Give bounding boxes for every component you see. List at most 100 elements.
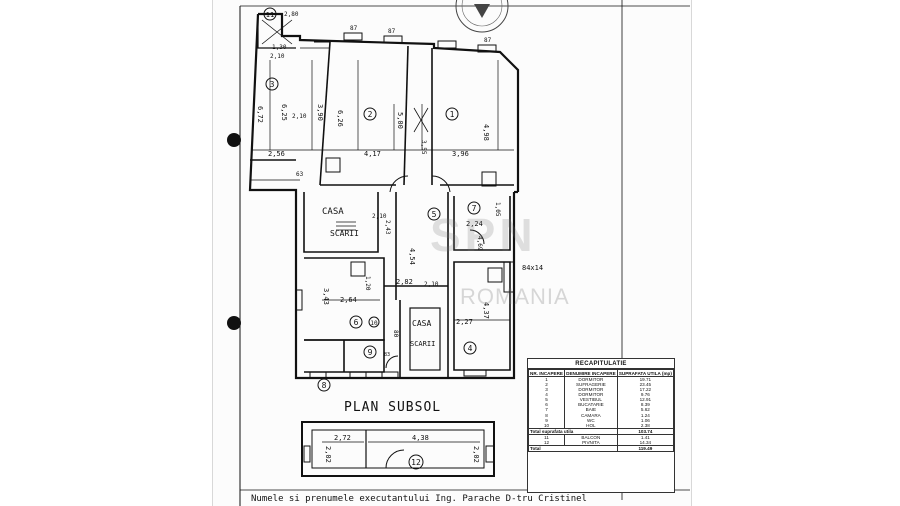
svg-text:1,20: 1,20 bbox=[364, 276, 371, 291]
svg-text:5,00: 5,00 bbox=[396, 112, 404, 129]
svg-text:2,64: 2,64 bbox=[340, 296, 357, 304]
svg-text:2,24: 2,24 bbox=[466, 220, 483, 228]
svg-text:87: 87 bbox=[388, 28, 396, 35]
recap-header-name: DENUMIRE INCAPERE bbox=[564, 368, 618, 378]
table-cell: 19.71 bbox=[616, 376, 675, 383]
room-marker-3 bbox=[265, 77, 279, 91]
stair-label-1-line1: CASA bbox=[322, 207, 344, 217]
table-cell: 4 bbox=[527, 392, 566, 398]
table-cell: 14.34 bbox=[616, 439, 675, 446]
basement-outline bbox=[301, 421, 495, 477]
room-4-walls bbox=[453, 261, 511, 371]
table-cell: 17.22 bbox=[616, 387, 675, 393]
chimney-a bbox=[325, 157, 341, 173]
room-id-11: 11 bbox=[266, 11, 274, 19]
window-r1-a bbox=[437, 40, 457, 49]
wall-vestibule bbox=[395, 192, 449, 300]
svg-text:2,27: 2,27 bbox=[456, 318, 473, 326]
svg-text:1,05: 1,05 bbox=[494, 202, 501, 217]
room-id-2: 2 bbox=[368, 110, 373, 119]
table-cell: 3 bbox=[527, 387, 566, 393]
wall-r3-r2 bbox=[319, 41, 331, 186]
window-r1-b bbox=[477, 44, 497, 53]
window-lower-d bbox=[463, 369, 487, 377]
svg-text:2,80: 2,80 bbox=[284, 11, 299, 18]
table-cell: 2.38 bbox=[616, 422, 675, 429]
table-cell: 2 bbox=[527, 382, 566, 388]
room-id-10: 10 bbox=[370, 320, 378, 327]
window-lower-c bbox=[381, 371, 399, 379]
svg-text:2,02: 2,02 bbox=[472, 446, 480, 463]
recap-table: RECAPITULATIE NR. INCAPERE DENUMIRE INCA… bbox=[527, 358, 675, 493]
svg-text:87: 87 bbox=[350, 25, 358, 32]
air-shaft bbox=[413, 107, 429, 133]
window-lower-b bbox=[349, 371, 367, 379]
table-cell: 5.62 bbox=[616, 407, 675, 413]
stair-label-2-line2: SCARII bbox=[410, 340, 435, 348]
stair-1-walls bbox=[303, 192, 379, 253]
total-label: Total bbox=[528, 444, 618, 452]
stair-label-2-line1: CASA bbox=[412, 319, 431, 328]
room-marker-1 bbox=[445, 107, 459, 121]
table-cell: 23.45 bbox=[616, 382, 675, 388]
table-cell: 7 bbox=[527, 407, 566, 413]
table-cell: 8 bbox=[527, 412, 566, 418]
table-cell: 1 bbox=[527, 376, 566, 383]
svg-text:4,38: 4,38 bbox=[412, 434, 429, 442]
svg-text:2,56: 2,56 bbox=[268, 150, 285, 158]
table-cell: 9 bbox=[527, 417, 566, 423]
table-cell: 12.91 bbox=[616, 397, 675, 403]
stair-2-walls bbox=[399, 300, 449, 378]
window-r2-a bbox=[343, 32, 363, 41]
room-marker-2 bbox=[363, 107, 377, 121]
room-id-12: 12 bbox=[411, 458, 421, 467]
svg-text:63: 63 bbox=[296, 171, 304, 178]
table-cell: 8.39 bbox=[616, 402, 675, 408]
total-value: 119.49 bbox=[616, 444, 675, 452]
svg-text:2,10: 2,10 bbox=[372, 213, 387, 220]
recap-header-area: SUPRAFATA UTILA (mp) bbox=[616, 368, 675, 378]
recap-header-nr: NR. INCAPERE bbox=[527, 368, 566, 378]
room-7-walls bbox=[453, 196, 511, 251]
stair-label-1-line2: SCARII bbox=[330, 229, 359, 238]
binder-hole-top bbox=[227, 133, 241, 147]
svg-text:2,10: 2,10 bbox=[270, 53, 285, 60]
recap-title: RECAPITULATIE bbox=[528, 359, 674, 369]
svg-text:6,26: 6,26 bbox=[336, 110, 344, 127]
room-id-7: 7 bbox=[472, 204, 477, 213]
wall-r2-hall bbox=[403, 45, 409, 186]
table-cell: 6 bbox=[527, 402, 566, 408]
svg-text:2,10: 2,10 bbox=[424, 281, 439, 288]
room-marker-7 bbox=[467, 201, 481, 215]
total-util-value: 103.74 bbox=[616, 427, 675, 435]
svg-text:84x14: 84x14 bbox=[522, 264, 543, 272]
svg-text:4,17: 4,17 bbox=[364, 150, 381, 158]
plan-title: PLAN SUBSOL bbox=[344, 400, 442, 415]
room-marker-9 bbox=[363, 345, 377, 359]
svg-text:87: 87 bbox=[484, 37, 492, 44]
room-marker-6 bbox=[349, 315, 363, 329]
room-marker-11 bbox=[263, 7, 277, 21]
room-id-3: 3 bbox=[270, 80, 275, 89]
room-id-9: 9 bbox=[368, 348, 373, 357]
svg-text:2,10: 2,10 bbox=[292, 113, 307, 120]
outer-wall-south bbox=[248, 13, 516, 380]
svg-text:2,43: 2,43 bbox=[384, 220, 391, 235]
window-r2-b bbox=[383, 35, 403, 44]
official-stamp bbox=[455, 0, 509, 33]
chimney-c bbox=[350, 261, 366, 277]
svg-text:83: 83 bbox=[384, 352, 390, 358]
table-cell: 1.41 bbox=[616, 434, 675, 440]
room-marker-8 bbox=[317, 378, 331, 392]
watermark-subtext: ROMANIA bbox=[460, 284, 570, 309]
table-cell: 11 bbox=[527, 434, 566, 440]
